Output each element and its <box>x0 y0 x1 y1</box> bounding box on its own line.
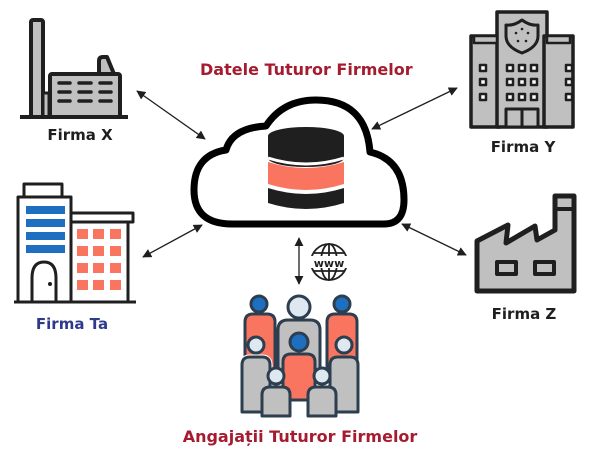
globe-www-icon: www <box>308 243 350 281</box>
office-buildings-icon <box>14 182 136 304</box>
arrow-firma-z-cloud <box>401 223 467 256</box>
arrow-firma-x-cloud <box>136 90 206 140</box>
cloud-title: Datele Tuturor Firmelor <box>200 60 413 79</box>
firma-ta-label: Firma Ta <box>35 315 109 333</box>
firma-x-label: Firma X <box>47 126 113 144</box>
www-text: www <box>314 257 345 270</box>
factory-chimney-icon <box>20 18 128 119</box>
arrow-firma-y-cloud <box>371 87 458 130</box>
cloud-database-icon <box>190 96 408 228</box>
employees-title: Angajații Tuturor Firmelor <box>182 427 418 446</box>
firma-z-label: Firma Z <box>491 305 557 323</box>
database-icon <box>267 127 345 209</box>
factory-icon <box>474 193 577 294</box>
people-group-icon <box>239 294 360 418</box>
firma-y-label: Firma Y <box>490 138 556 156</box>
arrow-firma-ta-cloud <box>142 224 203 258</box>
office-building-shield-icon <box>469 10 575 129</box>
